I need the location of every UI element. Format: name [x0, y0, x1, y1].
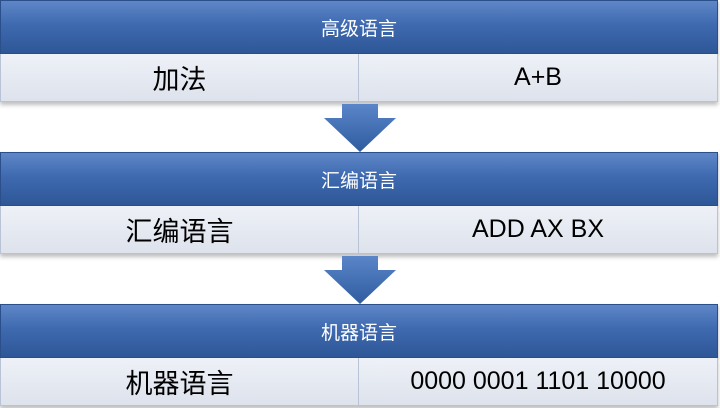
- level-header-assembly: 汇编语言: [0, 152, 718, 206]
- level-label-machine: 机器语言: [1, 358, 359, 405]
- level-header-high: 高级语言: [0, 0, 718, 54]
- level-row-machine: 机器语言 0000 0001 1101 10000: [0, 358, 718, 406]
- level-row-high: 加法 A+B: [0, 54, 718, 102]
- level-label-assembly: 汇编语言: [1, 206, 359, 253]
- level-high: 高级语言 加法 A+B: [0, 0, 718, 102]
- down-arrow-icon: [324, 256, 396, 304]
- level-label-high: 加法: [1, 54, 359, 101]
- level-example-machine: 0000 0001 1101 10000: [410, 367, 666, 395]
- level-example-high: A+B: [514, 63, 562, 91]
- down-arrow-icon: [324, 104, 396, 152]
- level-row-assembly: 汇编语言 ADD AX BX: [0, 206, 718, 254]
- level-assembly: 汇编语言 汇编语言 ADD AX BX: [0, 152, 718, 254]
- level-machine: 机器语言 机器语言 0000 0001 1101 10000: [0, 304, 718, 406]
- level-example-assembly: ADD AX BX: [472, 215, 604, 243]
- level-header-machine: 机器语言: [0, 304, 718, 358]
